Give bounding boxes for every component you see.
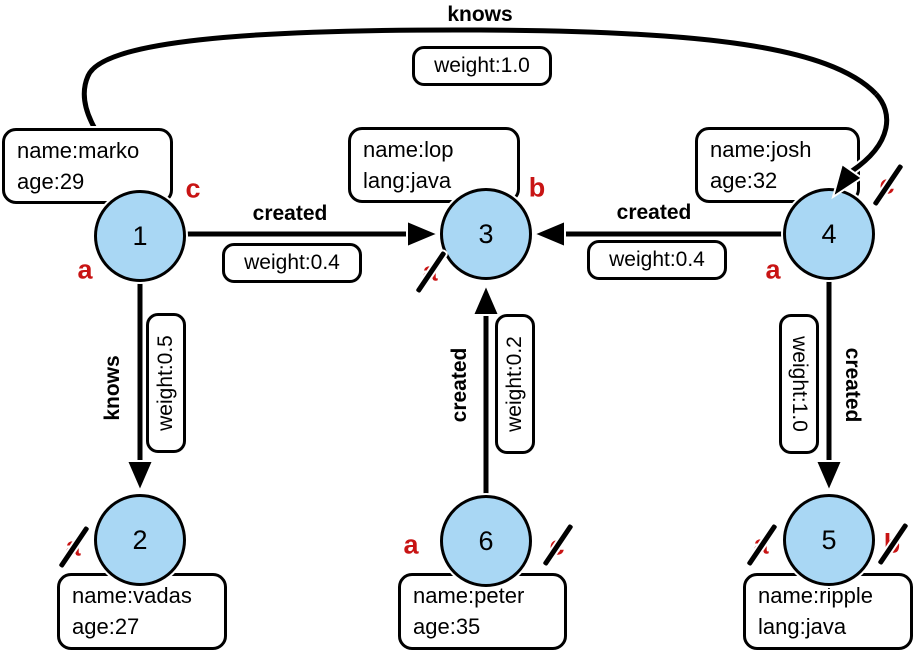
edge-created-1-3-arrowhead-icon bbox=[406, 219, 441, 249]
edge-created-1-3-label: created bbox=[252, 202, 328, 225]
vertex-1-id: 1 bbox=[132, 220, 148, 251]
property-line: name:marko bbox=[17, 138, 140, 163]
edge-created-4-3-label: created bbox=[616, 201, 692, 224]
step-label-a-vertex-4: a bbox=[765, 254, 781, 285]
vertex-5-id: 5 bbox=[821, 524, 837, 555]
edge-created-6-3-weight-badge: weight:0.2 bbox=[495, 314, 535, 454]
vertex-3-node: 3 bbox=[440, 188, 532, 280]
step-label-a-vertex-1: a bbox=[77, 254, 93, 285]
edge-knows-1-4-weight-badge: weight:1.0 bbox=[412, 46, 552, 86]
edge-created-4-5-weight-badge: weight:1.0 bbox=[779, 314, 819, 454]
vertex-2-id: 2 bbox=[132, 524, 148, 555]
vertex-6-id: 6 bbox=[478, 525, 494, 556]
edge-knows-1-2-arrowhead-icon bbox=[125, 460, 155, 494]
vertex-1-node: 1 bbox=[94, 190, 186, 282]
property-line: name:lop bbox=[363, 137, 454, 162]
edge-created-4-5-label: created bbox=[841, 347, 864, 423]
step-label-b-vertex-3: b bbox=[528, 172, 546, 203]
property-line: name:josh bbox=[710, 137, 812, 162]
edge-created-6-3-label: created bbox=[448, 347, 471, 423]
vertex-4-node: 4 bbox=[783, 188, 875, 280]
edge-knows-1-4-label: knows bbox=[447, 3, 513, 26]
vertex-2-node: 2 bbox=[94, 494, 186, 586]
vertex-4-id: 4 bbox=[821, 218, 837, 249]
property-line: age:29 bbox=[17, 169, 85, 194]
property-line: name:ripple bbox=[758, 583, 873, 608]
property-line: age:27 bbox=[72, 614, 140, 639]
edge-created-6-3-arrowhead-icon bbox=[471, 282, 501, 316]
property-line: name:vadas bbox=[72, 583, 192, 608]
property-line: age:35 bbox=[413, 614, 481, 639]
edge-created-4-3-arrowhead-icon bbox=[531, 219, 566, 249]
edge-created-4-5-arrowhead-icon bbox=[814, 460, 844, 494]
edge-created-1-3-weight-badge: weight:0.4 bbox=[222, 243, 362, 283]
property-line: lang:java bbox=[758, 614, 847, 639]
vertex-5-node: 5 bbox=[783, 494, 875, 586]
step-label-a-vertex-6: a bbox=[403, 529, 419, 560]
step-label-c-vertex-1: c bbox=[185, 173, 201, 204]
edge-created-4-3-weight-badge: weight:0.4 bbox=[587, 240, 727, 280]
vertex-6-node: 6 bbox=[440, 495, 532, 587]
edge-knows-1-2-label: knows bbox=[101, 355, 124, 421]
edge-knows-1-2-weight-badge: weight:0.5 bbox=[146, 313, 186, 453]
property-line: name:peter bbox=[413, 583, 525, 608]
vertex-3-id: 3 bbox=[478, 218, 494, 249]
